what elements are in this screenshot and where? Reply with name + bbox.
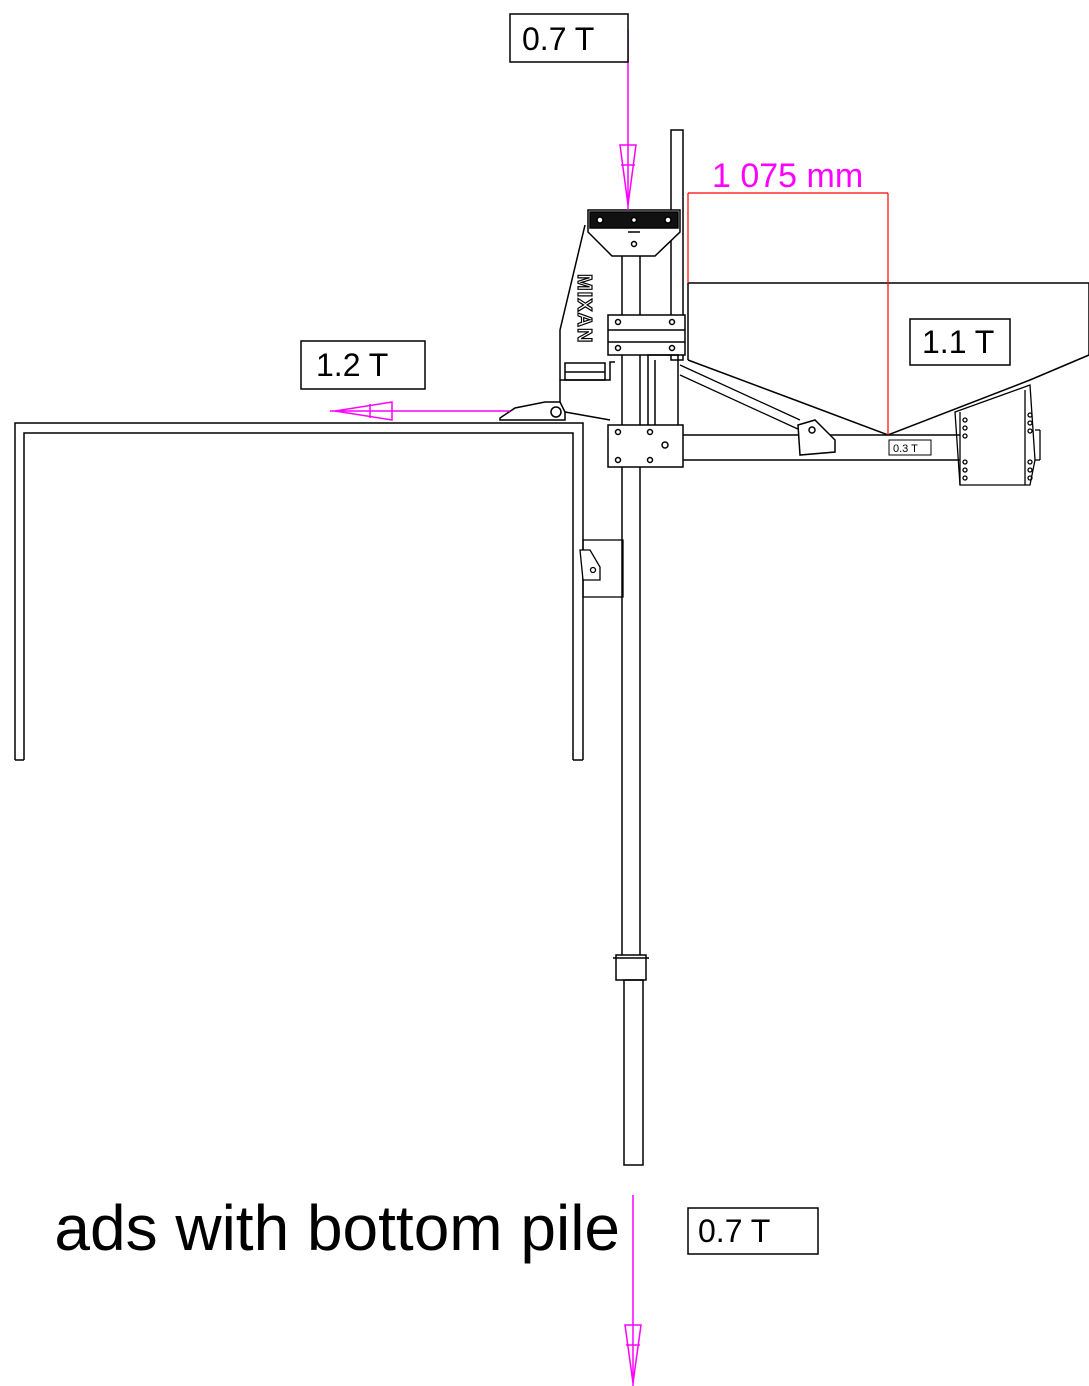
force-arrow-bottom <box>624 1195 642 1386</box>
load-box-side: 1.2 T <box>300 340 426 390</box>
load-box-arm: 0.3 T <box>888 439 932 456</box>
leg-clamp <box>579 539 624 598</box>
load-label-bottom: 0.7 T <box>698 1213 770 1249</box>
carriage <box>607 314 686 468</box>
mast <box>613 129 684 1166</box>
horizontal-arm <box>680 419 960 461</box>
load-label-top: 0.7 T <box>522 21 594 57</box>
load-label-side: 1.2 T <box>316 347 388 383</box>
left-frame <box>14 422 584 761</box>
dimension-line <box>687 192 889 435</box>
mast-head <box>587 209 681 257</box>
load-box-bottom: 0.7 T <box>687 1207 819 1255</box>
hopper <box>687 282 1089 436</box>
load-box-top: 0.7 T <box>509 13 629 63</box>
side-bracket <box>499 380 611 421</box>
force-arrow-side <box>330 401 510 421</box>
side-plate <box>559 224 615 381</box>
dimension-label: 1 075 mm <box>712 157 863 195</box>
diagram-caption: ads with bottom pile <box>54 1192 620 1264</box>
hopper-supports <box>679 364 1041 486</box>
load-label-hopper: 1.1 T <box>922 324 994 360</box>
brand-label: MIXAN <box>573 274 595 343</box>
load-label-arm: 0.3 T <box>893 443 918 455</box>
load-box-hopper: 1.1 T <box>909 318 1011 366</box>
